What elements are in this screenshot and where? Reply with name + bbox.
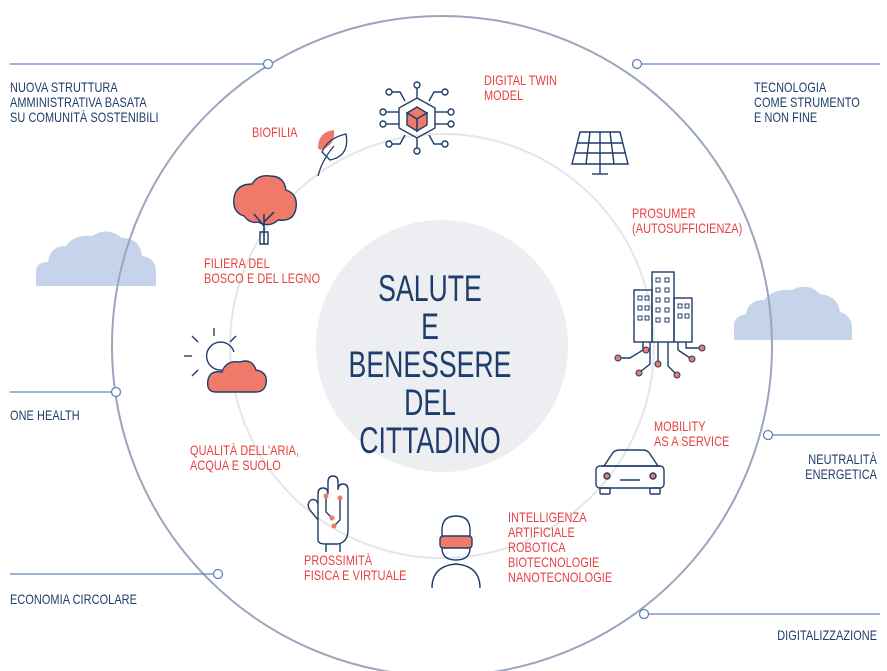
- node-nuova-struttura: [262, 58, 274, 70]
- label-line: TECNOLOGIA: [754, 79, 827, 95]
- label-nuova-struttura: NUOVA STRUTTURA AMMINISTRATIVA BASATA SU…: [10, 80, 159, 125]
- label-line: BIOTECNOLOGIE: [508, 554, 600, 570]
- node-neutralita: [762, 429, 774, 441]
- label-line: (AUTOSUFFICIENZA): [632, 220, 743, 236]
- label-economia-circolare: ECONOMIA CIRCOLARE: [10, 592, 137, 607]
- label-line: AMMINISTRATIVA BASATA: [10, 94, 147, 110]
- center-line-2: E BENESSERE: [348, 306, 512, 385]
- label-line: BIOFILIA: [252, 124, 298, 140]
- label-line: NEUTRALITÀ: [808, 451, 877, 467]
- cloud-left-icon: [36, 231, 156, 286]
- label-line: FILIERA DEL: [204, 255, 270, 271]
- label-line: ENERGETICA: [805, 466, 877, 482]
- node-digitalizzazione: [638, 608, 650, 620]
- label-line: COME STRUMENTO: [754, 94, 860, 110]
- label-qualita: QUALITÀ DELL'ARIA, ACQUA E SUOLO: [190, 443, 299, 473]
- label-line: NANOTECNOLOGIE: [508, 569, 613, 585]
- center-circle: [316, 220, 568, 472]
- label-mobility: MOBILITY AS A SERVICE: [654, 419, 729, 449]
- vr-headset-person-icon: [431, 515, 481, 589]
- label-prosumer: PROSUMER (AUTOSUFFICIENZA): [632, 206, 742, 236]
- label-line: NUOVA STRUTTURA: [10, 79, 118, 95]
- label-line: ACQUA E SUOLO: [190, 457, 281, 473]
- node-economia: [212, 568, 224, 580]
- car-icon: [595, 449, 665, 495]
- sun-cloud-icon: [184, 328, 267, 393]
- leaf-icon: [317, 130, 348, 177]
- outer-ring: [111, 15, 773, 671]
- hand-circuit-nodes-icon: [323, 493, 343, 529]
- solar-panel-icon: [571, 131, 629, 175]
- label-line: MOBILITY: [654, 418, 706, 434]
- label-line: AS A SERVICE: [654, 433, 730, 449]
- label-line: MODEL: [484, 87, 524, 103]
- label-one-health: ONE HEALTH: [10, 408, 80, 423]
- label-intelligenza: INTELLIGENZA ARTIFICIALE ROBOTICA BIOTEC…: [508, 510, 612, 585]
- cloud-right-icon: [734, 286, 852, 340]
- label-line: FISICA E VIRTUALE: [304, 567, 407, 583]
- label-digital-twin: DIGITAL TWIN MODEL: [484, 73, 557, 103]
- hand-circuit-icon: [307, 475, 349, 552]
- label-line: DIGITALIZZAZIONE: [777, 627, 877, 643]
- center-line-3: DEL CITTADINO: [359, 382, 501, 461]
- label-line: PROSSIMITÀ: [304, 552, 373, 568]
- label-line: E NON FINE: [754, 109, 818, 125]
- label-line: INTELLIGENZA: [508, 509, 587, 525]
- tree-icon: [233, 174, 297, 245]
- label-prossimita: PROSSIMITÀ FISICA E VIRTUALE: [304, 553, 406, 583]
- label-line: ARTIFICIALE: [508, 524, 575, 540]
- node-tecnologia: [631, 58, 643, 70]
- city-buildings-icon: [620, 271, 700, 375]
- label-neutralita: NEUTRALITÀ ENERGETICA: [805, 452, 877, 482]
- city-nodes-icon: [614, 344, 706, 379]
- label-line: QUALITÀ DELL'ARIA,: [190, 442, 300, 458]
- label-line: PROSUMER: [632, 205, 696, 221]
- label-filiera: FILIERA DEL BOSCO E DEL LEGNO: [204, 256, 320, 286]
- label-line: DIGITAL TWIN: [484, 72, 557, 88]
- label-biofilia: BIOFILIA: [252, 125, 298, 140]
- label-line: ROBOTICA: [508, 539, 566, 555]
- label-tecnologia: TECNOLOGIA COME STRUMENTO E NON FINE: [754, 80, 860, 125]
- label-line: SU COMUNITÀ SOSTENIBILI: [10, 109, 159, 125]
- digital-twin-icon: [379, 81, 455, 155]
- center-line-1: SALUTE: [378, 268, 482, 309]
- node-one-health: [110, 386, 122, 398]
- label-line: ECONOMIA CIRCOLARE: [10, 591, 138, 607]
- label-digitalizzazione: DIGITALIZZAZIONE: [777, 628, 877, 643]
- label-line: BOSCO E DEL LEGNO: [204, 270, 321, 286]
- label-line: ONE HEALTH: [10, 407, 80, 423]
- center-title: SALUTE E BENESSERE DEL CITTADINO: [336, 270, 523, 460]
